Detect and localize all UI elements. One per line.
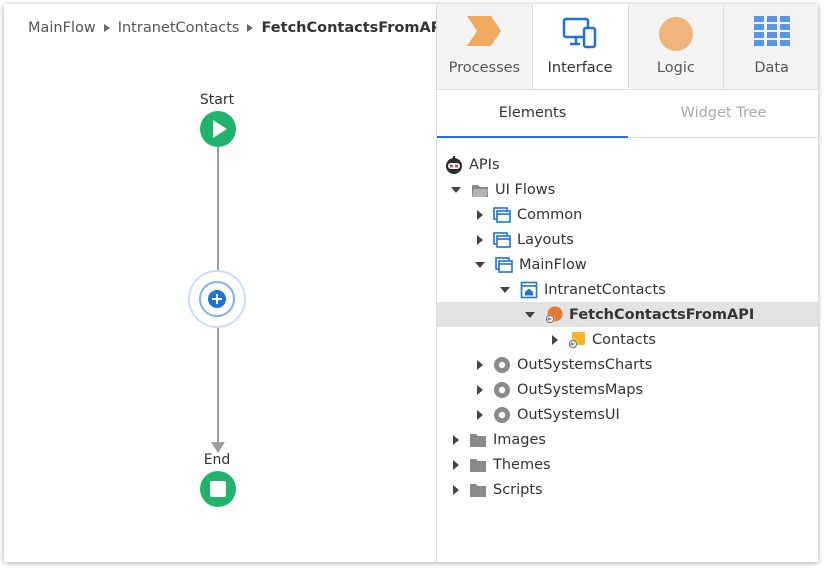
breadcrumb-item-intranetcontacts[interactable]: IntranetContacts bbox=[117, 20, 240, 36]
play-icon bbox=[213, 120, 227, 138]
tree-item-outsystemsui[interactable]: OutSystemsUI bbox=[437, 402, 818, 427]
tree-item-label: FetchContactsFromAPI bbox=[569, 306, 755, 323]
tree-item-outsystemsmaps[interactable]: OutSystemsMaps bbox=[437, 377, 818, 402]
start-node[interactable] bbox=[200, 111, 236, 147]
chevron-right-icon[interactable] bbox=[453, 484, 459, 495]
elements-panel: Processes Interface Logic bbox=[436, 4, 818, 562]
chevron-down-icon[interactable] bbox=[500, 286, 510, 293]
tab-data[interactable]: Data bbox=[724, 4, 818, 89]
chevron-right-icon[interactable] bbox=[477, 409, 483, 420]
chevron-down-icon[interactable] bbox=[525, 311, 535, 318]
folder-icon bbox=[470, 433, 486, 447]
main-tabs: Processes Interface Logic bbox=[437, 4, 818, 90]
window: MainFlow IntranetContacts FetchContactsF… bbox=[4, 4, 818, 562]
data-action-icon bbox=[545, 306, 563, 323]
apis-robot-icon bbox=[446, 155, 462, 174]
breadcrumb-separator-icon bbox=[247, 24, 254, 32]
module-reference-icon bbox=[494, 406, 510, 423]
folder-icon bbox=[470, 483, 486, 497]
chevron-right-icon[interactable] bbox=[477, 234, 483, 245]
logic-icon bbox=[658, 17, 693, 51]
folder-icon bbox=[470, 458, 486, 472]
processes-icon bbox=[467, 16, 502, 46]
screen-home-icon bbox=[520, 281, 538, 298]
module-reference-icon bbox=[494, 356, 510, 373]
data-icon bbox=[753, 16, 790, 46]
tree-item-intranetcontacts[interactable]: IntranetContacts bbox=[437, 277, 818, 302]
tree-item-label: OutSystemsMaps bbox=[517, 381, 644, 398]
ui-flow-icon bbox=[493, 231, 511, 248]
tree-item-label: Contacts bbox=[592, 331, 656, 348]
tree-item-label: Layouts bbox=[517, 231, 574, 248]
end-node[interactable] bbox=[200, 471, 236, 507]
tab-interface-label: Interface bbox=[547, 60, 613, 76]
flow-canvas[interactable]: MainFlow IntranetContacts FetchContactsF… bbox=[4, 4, 447, 562]
tree-item-outsystemscharts[interactable]: OutSystemsCharts bbox=[437, 352, 818, 377]
tab-elements[interactable]: Elements bbox=[437, 90, 628, 138]
add-node-button[interactable] bbox=[188, 270, 246, 328]
chevron-down-icon[interactable] bbox=[475, 261, 485, 268]
tree-item-apis[interactable]: APIs bbox=[437, 152, 818, 177]
tree-item-label: Themes bbox=[493, 456, 551, 473]
tree-item-label: UI Flows bbox=[495, 181, 556, 198]
tree-item-images[interactable]: Images bbox=[437, 427, 818, 452]
tree-item-label: Scripts bbox=[493, 481, 543, 498]
breadcrumb-current: FetchContactsFromAPI bbox=[261, 20, 447, 36]
tree-item-common[interactable]: Common bbox=[437, 202, 818, 227]
chevron-right-icon[interactable] bbox=[477, 384, 483, 395]
tree-item-mainflow[interactable]: MainFlow bbox=[437, 252, 818, 277]
tree-item-label: OutSystemsCharts bbox=[517, 356, 653, 373]
tab-logic[interactable]: Logic bbox=[629, 4, 725, 89]
interface-icon bbox=[562, 17, 597, 49]
tree-item-contacts[interactable]: Contacts bbox=[437, 327, 818, 352]
tab-processes-label: Processes bbox=[448, 60, 521, 76]
tree-item-themes[interactable]: Themes bbox=[437, 452, 818, 477]
arrow-down-icon bbox=[211, 442, 225, 453]
plus-icon bbox=[208, 290, 226, 308]
tab-widget-tree[interactable]: Widget Tree bbox=[680, 105, 767, 121]
tree-item-ui-flows[interactable]: UI Flows bbox=[437, 177, 818, 202]
chevron-down-icon[interactable] bbox=[451, 186, 461, 193]
chevron-right-icon[interactable] bbox=[552, 334, 558, 345]
tree-item-label: Common bbox=[517, 206, 583, 223]
chevron-right-icon[interactable] bbox=[453, 434, 459, 445]
add-node-ring bbox=[199, 281, 235, 317]
tree-item-label: IntranetContacts bbox=[544, 281, 666, 298]
sub-tabs: Elements Widget Tree bbox=[437, 90, 818, 138]
breadcrumb-item-mainflow[interactable]: MainFlow bbox=[28, 20, 96, 36]
tab-interface[interactable]: Interface bbox=[532, 4, 629, 89]
tree-item-layouts[interactable]: Layouts bbox=[437, 227, 818, 252]
tree-item-scripts[interactable]: Scripts bbox=[437, 477, 818, 502]
stop-icon bbox=[210, 481, 226, 497]
tree-item-label: OutSystemsUI bbox=[517, 406, 620, 423]
start-label: Start bbox=[199, 92, 235, 108]
tab-processes[interactable]: Processes bbox=[437, 4, 533, 89]
chevron-right-icon[interactable] bbox=[477, 209, 483, 220]
output-structure-icon bbox=[568, 331, 585, 348]
ui-flow-icon bbox=[493, 206, 511, 223]
ui-flow-icon bbox=[495, 256, 513, 273]
module-reference-icon bbox=[494, 381, 510, 398]
end-label: End bbox=[203, 452, 231, 468]
elements-tree: APIs UI Flows Common bbox=[437, 138, 818, 562]
tree-item-label: APIs bbox=[469, 156, 500, 173]
chevron-right-icon[interactable] bbox=[477, 359, 483, 370]
folder-open-icon bbox=[472, 184, 488, 197]
chevron-right-icon[interactable] bbox=[453, 459, 459, 470]
tree-item-label: Images bbox=[493, 431, 546, 448]
tab-data-label: Data bbox=[754, 60, 789, 76]
breadcrumb: MainFlow IntranetContacts FetchContactsF… bbox=[28, 20, 447, 36]
tab-logic-label: Logic bbox=[656, 60, 695, 76]
breadcrumb-separator-icon bbox=[103, 24, 110, 32]
tree-item-fetchcontactsfromapi[interactable]: FetchContactsFromAPI bbox=[437, 302, 818, 327]
tree-item-label: MainFlow bbox=[519, 256, 587, 273]
